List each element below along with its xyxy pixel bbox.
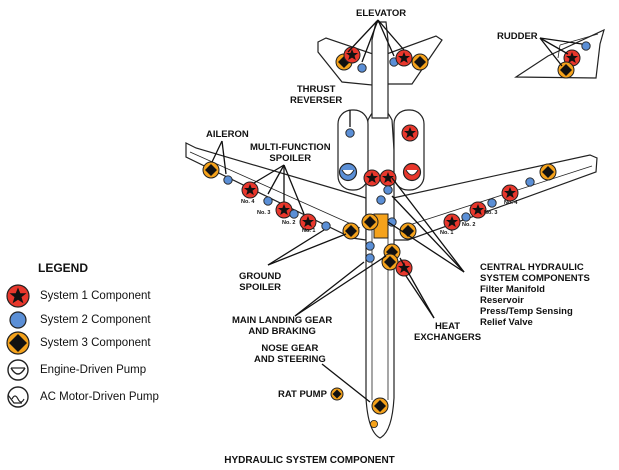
multi-function-spoiler-label: MULTI-FUNCTION SPOILER [250,142,331,164]
rudder-view [514,28,605,79]
legend-item-system3: System 3 Component [4,331,151,355]
diagram-caption: HYDRAULIC SYSTEM COMPONENT [224,455,395,466]
legend-item-system2: System 2 Component [4,308,151,332]
fuselage [365,107,395,439]
spoiler-number-label: No. 2 [462,222,475,228]
legend-label: System 2 Component [40,314,151,326]
star-icon [6,284,30,308]
thrust-reverser-label: THRUST REVERSER [290,84,343,106]
spoiler-number-label: No. 4 [504,200,518,206]
aileron-label: AILERON [206,129,249,140]
circle-icon [9,311,27,329]
diamond-icon [6,331,30,355]
leader-lines [211,19,583,403]
legend-item-system1: System 1 Component [4,284,151,308]
rat-pump-label: RAT PUMP [278,387,344,401]
ac-motor-pump-icon [7,386,29,408]
elevator-label: ELEVATOR [356,8,407,19]
engine-driven-pump-icon [7,359,29,381]
legend-label: Engine-Driven Pump [40,364,147,376]
spoiler-number-label: No. 1 [440,230,453,236]
legend-label: System 3 Component [40,337,151,349]
heat-exchangers-label: HEAT EXCHANGERS [414,321,482,343]
spoiler-number-label: No. 4 [241,199,255,205]
main-landing-gear-label: MAIN LANDING GEAR AND BRAKING [232,315,333,337]
legend-title: LEGEND [38,261,89,275]
ground-spoiler-label: GROUND SPOILER [239,271,282,293]
spoiler-number-label: No. 3 [484,210,497,216]
legend-label: AC Motor-Driven Pump [40,391,159,403]
spoiler-number-label: No. 3 [257,210,270,216]
legend-item-ac-motor-pump: AC Motor-Driven Pump [4,385,159,409]
legend-item-engine-pump: Engine-Driven Pump [4,358,146,382]
aircraft-outline [185,21,605,439]
central-hydraulic-label: CENTRAL HYDRAULIC SYSTEM COMPONENTS Filt… [480,262,590,328]
rudder-label: RUDDER [497,31,538,42]
engine-driven-pump-icon [338,162,358,182]
rat-pump-icon [330,387,344,401]
legend-label: System 1 Component [40,290,151,302]
engine-driven-pump-icon [402,162,422,182]
nose-gear-label: NOSE GEAR AND STEERING [254,343,326,365]
spoiler-number-label: No. 2 [282,220,295,226]
spoiler-number-label: No. 1 [302,228,315,234]
